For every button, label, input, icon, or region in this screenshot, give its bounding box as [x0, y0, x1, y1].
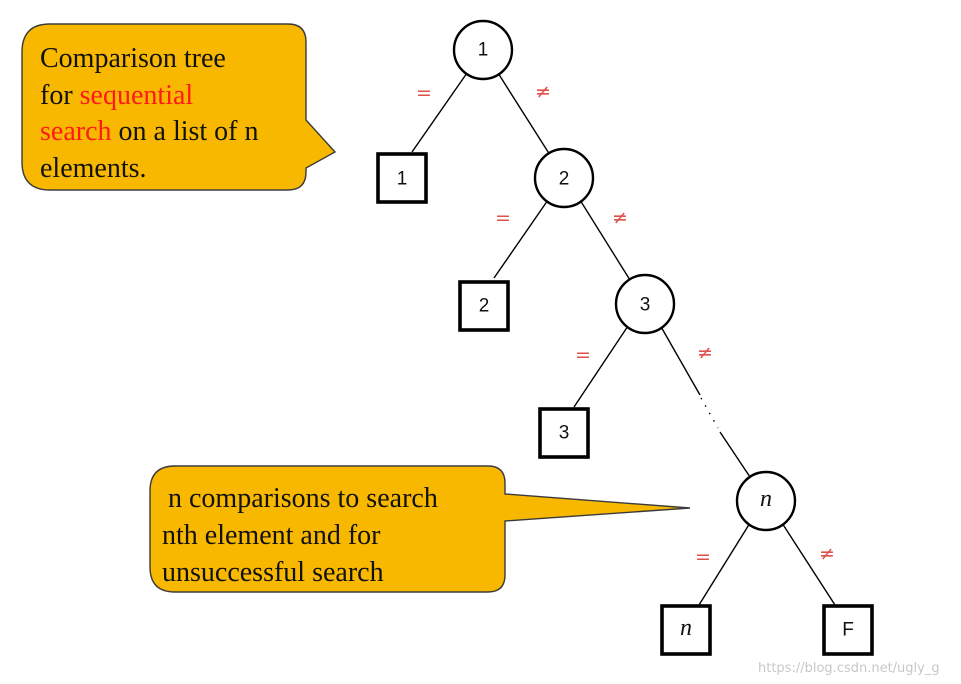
callout-top-highlight-search: search	[40, 116, 112, 147]
leaf-node-n: n	[660, 604, 712, 656]
circle-node-n: n	[735, 470, 797, 532]
callout-top-text: Comparison tree for sequential search on…	[40, 43, 266, 184]
callout-top-line-3-suffix: on a list of n	[112, 116, 259, 147]
leaf-node-3: 3	[538, 407, 590, 459]
watermark: https://blog.csdn.net/ugly_g	[758, 661, 940, 676]
ellipsis-dots	[700, 397, 719, 429]
circle-node-2-label: 2	[559, 169, 570, 190]
leaf-node-f-label: F	[842, 620, 854, 641]
edge-label-neq-3: ≠	[697, 342, 713, 364]
leaf-node-1-label: 1	[397, 169, 408, 190]
edge-label-eq-n: =	[695, 546, 711, 568]
edge-2-to-leaf-2	[493, 199, 549, 279]
callout-top-shape	[21, 23, 337, 191]
callout-top-line-4: elements.	[40, 153, 147, 184]
callout-top-highlight-sequential: sequential	[80, 80, 194, 111]
callout-bottom-shape	[149, 465, 691, 593]
callout-bottom-text: n comparisons to search nth element and …	[162, 483, 445, 588]
callout-bottom-line-2: nth element and for	[162, 520, 381, 551]
leaf-node-n-label: n	[680, 615, 692, 641]
leaf-node-2: 2	[458, 280, 510, 332]
edge-label-neq-1: ≠	[535, 81, 551, 103]
edge-label-neq-n: ≠	[819, 543, 835, 565]
circle-node-3: 3	[614, 273, 676, 335]
circle-node-3-label: 3	[640, 295, 651, 316]
leaf-node-f: F	[822, 604, 874, 656]
edge-label-neq-2: ≠	[612, 207, 628, 229]
edge-label-eq-2: =	[495, 207, 511, 229]
callout-top: Comparison tree for sequential search on…	[21, 23, 337, 191]
edge-2-to-3	[579, 199, 631, 281]
edge-n-to-leaf-f	[781, 522, 836, 606]
callout-bottom-line-3: unsuccessful search	[162, 557, 384, 588]
edge-label-eq-3: =	[575, 344, 591, 366]
circle-node-1: 1	[452, 19, 514, 81]
edge-3-to-dots	[659, 324, 701, 396]
edge-1-to-2	[497, 72, 551, 156]
callout-bottom-line-1: n comparisons to search	[168, 483, 438, 514]
callout-bottom: n comparisons to search nth element and …	[149, 465, 691, 593]
leaf-node-1: 1	[376, 152, 428, 204]
leaf-node-3-label: 3	[559, 423, 570, 444]
leaf-node-2-label: 2	[479, 296, 490, 317]
edge-n-to-leaf-n	[698, 522, 751, 606]
circle-node-2: 2	[533, 147, 595, 209]
circle-node-n-label: n	[760, 486, 772, 512]
edge-label-eq-1: =	[416, 82, 432, 104]
callout-top-line-2-prefix: for	[40, 80, 80, 111]
callout-top-line-1: Comparison tree	[40, 43, 226, 74]
edge-dots-to-n	[719, 431, 753, 481]
edge-1-to-leaf-1	[411, 72, 468, 153]
edge-3-to-leaf-3	[573, 325, 629, 408]
circle-node-1-label: 1	[478, 40, 489, 61]
